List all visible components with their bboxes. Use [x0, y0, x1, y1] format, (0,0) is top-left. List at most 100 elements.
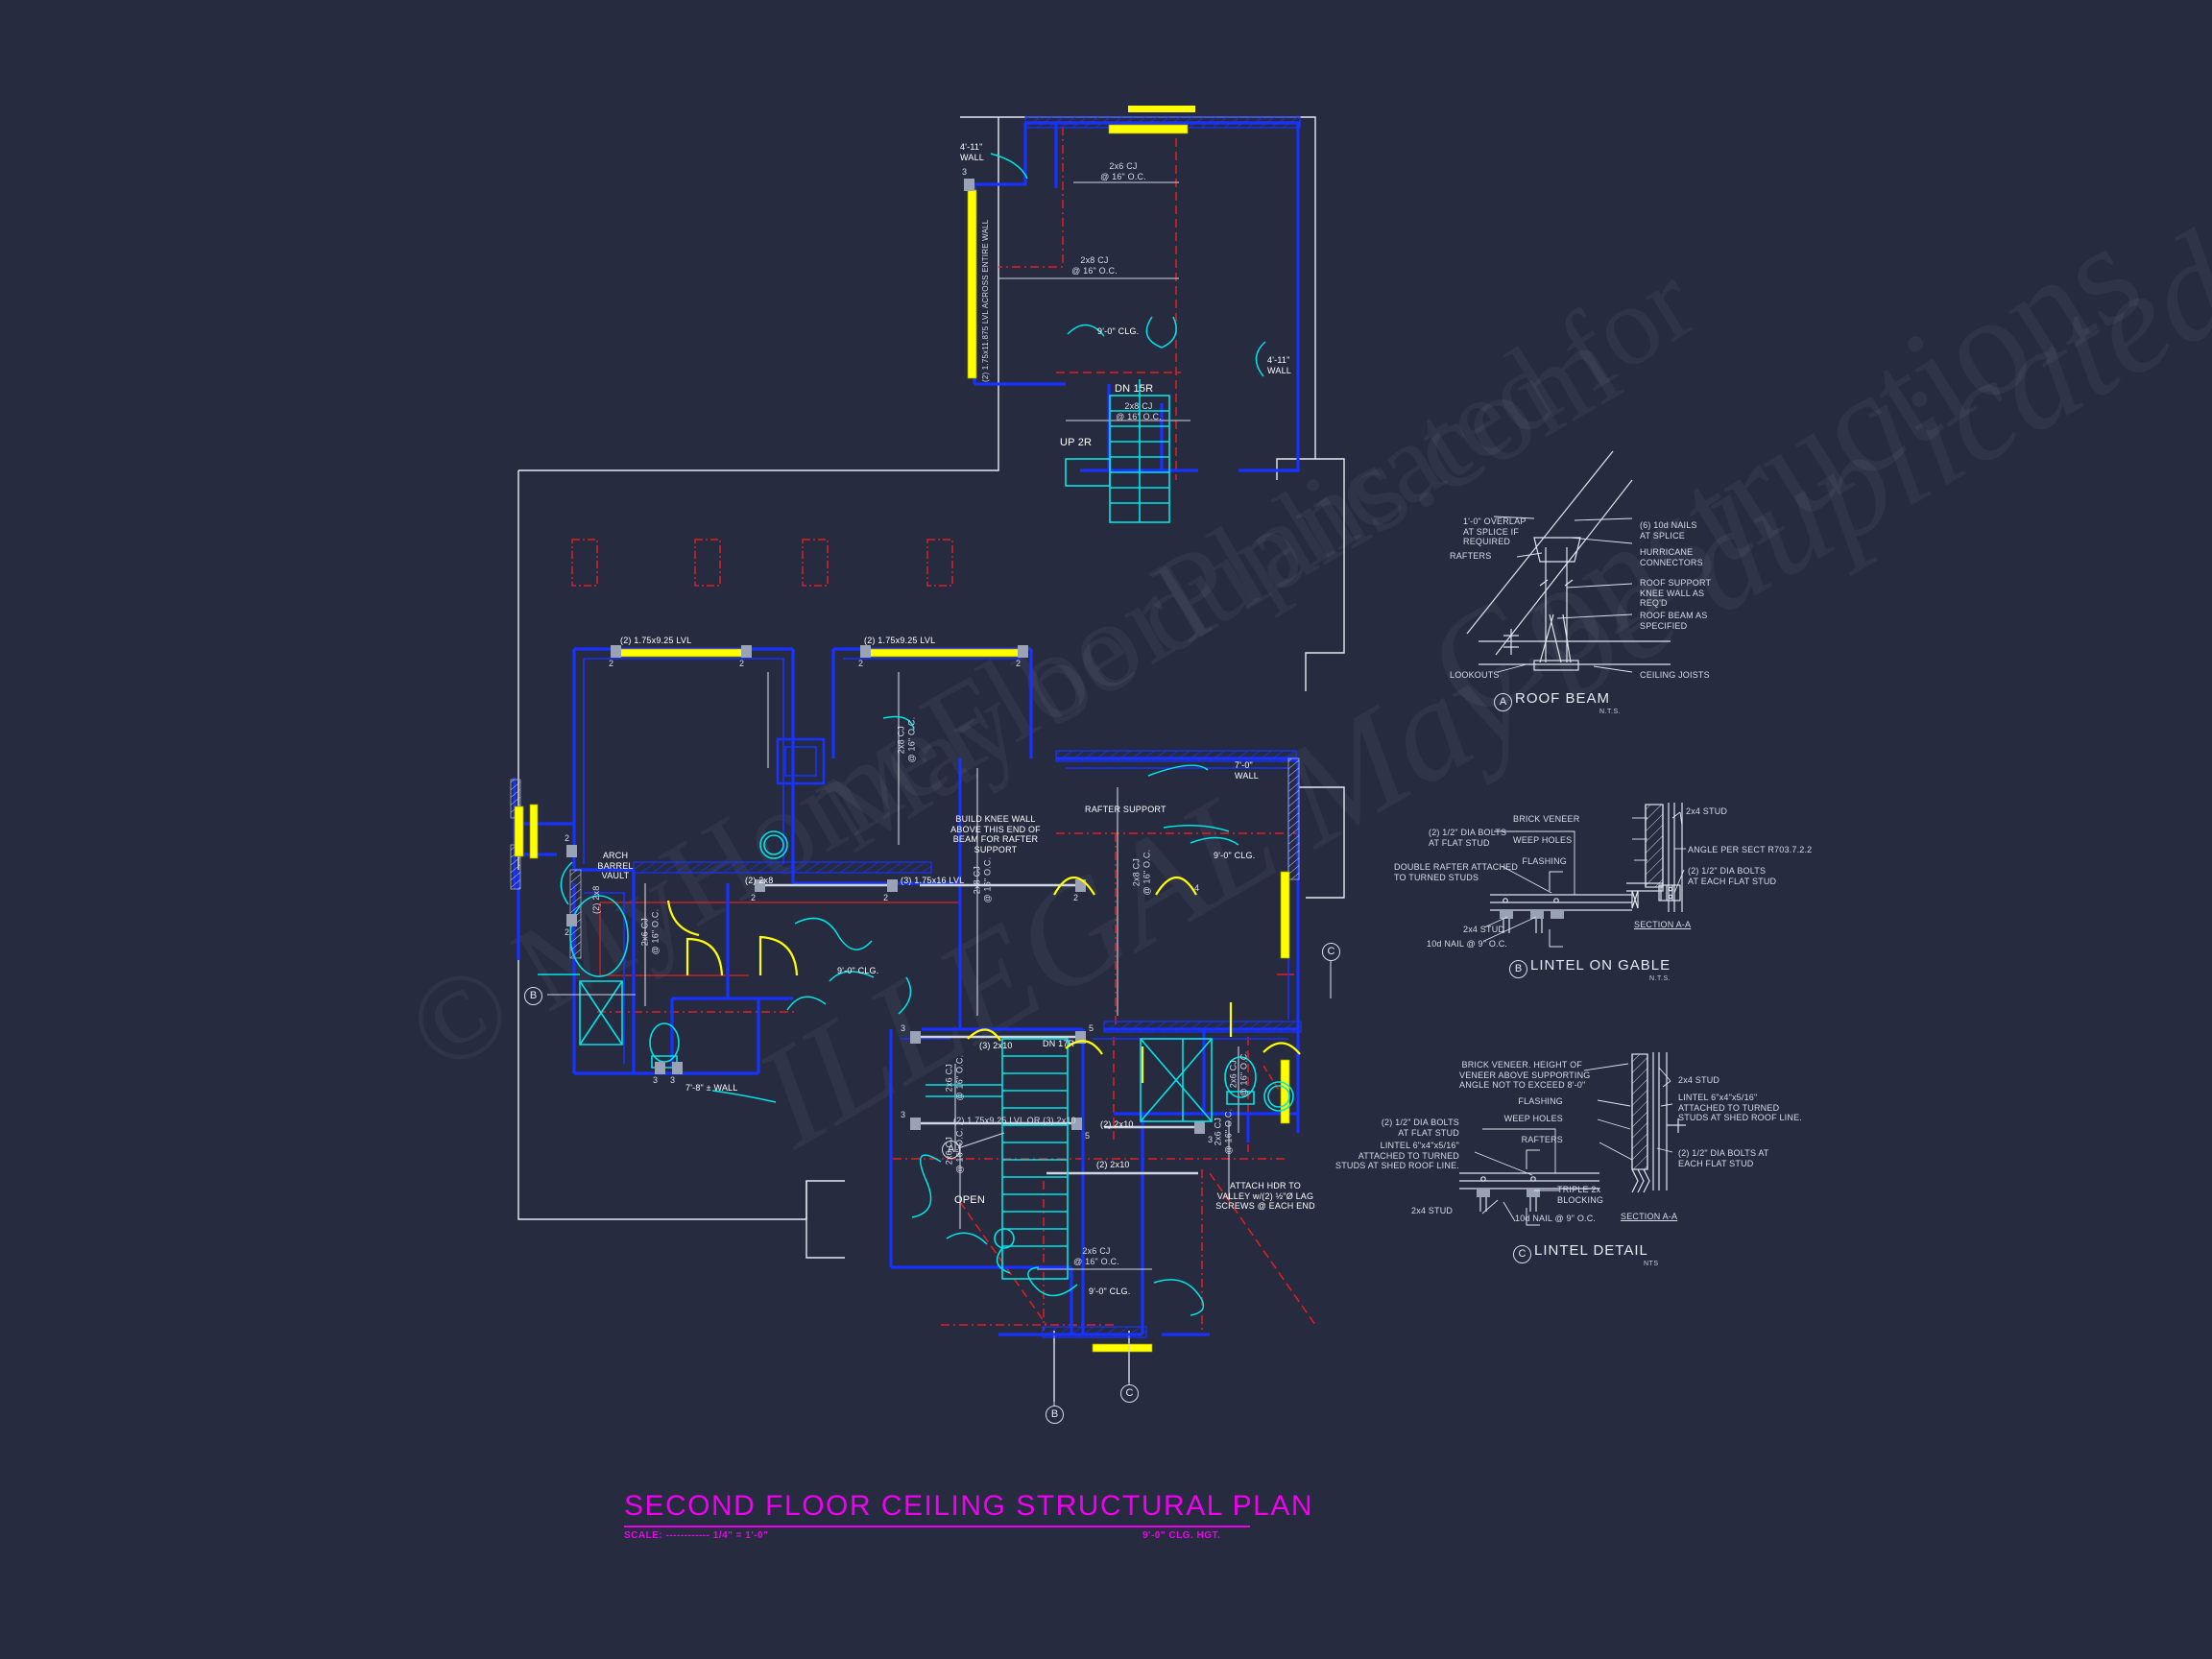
detail-b-label-flashing: FLASHING	[1522, 856, 1567, 866]
detail-b-section-label: SECTION A-A	[1634, 920, 1692, 929]
annotation-attach-hdr-to-valley: ATTACH HDR TO VALLEY w/(2) ½"Ø LAG SCREW…	[1215, 1181, 1315, 1212]
detail-b-label-2x4-stud: 2x4 STUD	[1463, 925, 1505, 934]
annotation-2x10-a: (2) 2x10	[1100, 1119, 1134, 1129]
detail-a-label-lookouts: LOOKOUTS	[1450, 670, 1500, 680]
grid-bubble-c-bottom[interactable]: C	[1120, 1384, 1139, 1403]
annotation-2x8-cj-right: 2x8 CJ @ 16" O.C.	[1131, 849, 1151, 896]
annotation-9-0-clg-right: 9'-0" CLG.	[1214, 851, 1256, 860]
annotation-9-0-clg-bottom: 9'-0" CLG.	[1089, 1286, 1131, 1296]
detail-c-label-flashing: FLASHING	[1518, 1096, 1563, 1106]
post-tag-markers	[566, 179, 1028, 1074]
detail-a-label-knee-wall: ROOF SUPPORT KNEE WALL AS REQ'D	[1640, 578, 1712, 609]
post-tag-11: 5	[1089, 1023, 1094, 1033]
plan-hidden-lines	[571, 125, 1316, 1331]
post-tag-14: 3	[1208, 1135, 1214, 1144]
scale-note: SCALE: ------------ 1/4" = 1'-0"	[624, 1530, 769, 1541]
annotation-dn-17r: DN 17R	[1043, 1039, 1075, 1048]
post-tag-4: 2	[1016, 659, 1022, 668]
annotation-7-8-wall: 7'-8" ± WALL	[685, 1083, 738, 1093]
post-tag-18: 4	[1194, 883, 1200, 893]
detail-b-title: LINTEL ON GABLE	[1530, 957, 1671, 974]
annotation-2x8-cj-stair: 2x8 CJ @ 16" O.C.	[1116, 401, 1162, 421]
annotation-2x8-vertical: (2) 2x8	[591, 885, 601, 914]
annotation-lvl-or-2x10: (2) 1.75x9.25 LVL OR (3) 2x10	[953, 1116, 1076, 1125]
detail-c-label-2x4-stud: 2x4 STUD	[1411, 1206, 1454, 1215]
main-stair	[926, 1038, 1069, 1280]
grid-bubble-c-right[interactable]: C	[1322, 943, 1340, 961]
tub-oval	[569, 895, 629, 977]
annotation-2x6-cj-bath-right-b: 2x6 CJ @ 16" O.C.	[1213, 1108, 1233, 1155]
ceiling-height-note: 9'-0" CLG. HGT.	[1142, 1530, 1221, 1541]
detail-b-label-weep-holes: WEEP HOLES	[1513, 835, 1573, 845]
annotation-4-11-wall-top-left: 4'-11" WALL	[960, 142, 984, 162]
detail-c-label-bolts: (2) 1/2" DIA BOLTS AT FLAT STUD	[1381, 1118, 1459, 1138]
annotation-9-0-clg-top: 9'-0" CLG.	[1097, 326, 1140, 336]
detail-b-label-double-rafter: DOUBLE RAFTER ATTACHED TO TURNED STUDS	[1394, 862, 1519, 882]
detail-b-label-10d-nail: 10d NAIL @ 9" O.C.	[1427, 939, 1508, 949]
annotation-lvl-across-entire-wall: (2) 1.75x11.875 LVL ACROSS ENTIRE WALL	[981, 219, 990, 382]
hatched-walls	[510, 116, 1302, 1338]
door-swings	[666, 877, 1301, 1083]
page-title: SECOND FLOOR CEILING STRUCTURAL PLAN	[624, 1490, 1313, 1522]
annotation-open: OPEN	[954, 1194, 985, 1206]
detail-c-title: LINTEL DETAIL	[1534, 1242, 1648, 1259]
detail-a-label-overlap: 1'-0" OVERLAP AT SPLICE IF REQUIRED	[1463, 517, 1527, 547]
annotation-lvl-right: (2) 1.75x9.25 LVL	[864, 636, 936, 645]
post-tag-10: 3	[901, 1023, 906, 1033]
detail-c-section-label: SECTION A-A	[1621, 1212, 1678, 1221]
detail-c-label-triple-blocking: TRIPLE 2x BLOCKING	[1557, 1185, 1604, 1205]
detail-c-label-rafters: RAFTERS	[1521, 1135, 1563, 1144]
detail-c-nts: NTS	[1644, 1261, 1659, 1267]
post-tag-7: 3	[962, 167, 968, 177]
annotation-2x6-cj-bottom: 2x6 CJ @ 16" O.C.	[1073, 1246, 1119, 1266]
detail-c-label-brick-veneer: BRICK VENEER. HEIGHT OF VENEER ABOVE SUP…	[1459, 1060, 1591, 1091]
detail-a-title: ROOF BEAM	[1515, 690, 1611, 707]
annotation-2x6-cj-top: 2x6 CJ @ 16" O.C.	[1100, 161, 1146, 181]
post-tag-1: 2	[609, 659, 614, 668]
post-tag-15: 2	[883, 893, 889, 902]
grid-bubble-a-stair[interactable]: A	[942, 1141, 960, 1159]
annotation-3-lvl16: (3) 1.75x16 LVL	[901, 876, 965, 885]
post-tag-12: 3	[901, 1110, 906, 1119]
detail-a-key-bubble[interactable]: A	[1494, 693, 1512, 711]
annotation-2x10-b: (2) 2x10	[1096, 1160, 1130, 1169]
joist-dimension-lines	[644, 181, 1239, 1270]
detail-b-lintel-gable	[1483, 803, 1686, 948]
post-tag-5: 2	[565, 833, 570, 843]
annotation-2x8-cj-mid: 2x8 CJ @ 16" O.C.	[896, 716, 916, 763]
annotation-2x6-cj-bath: 2x6 CJ @ 16" O.C.	[639, 908, 660, 955]
grid-bubble-leaders	[547, 960, 1332, 1406]
annotation-7-0-wall: 7'-0" WALL	[1235, 760, 1259, 781]
detail-b-label-stud-right: 2x4 STUD	[1686, 806, 1728, 816]
annotation-3-2x10: (3) 2x10	[979, 1041, 1013, 1050]
detail-a-label-roof-beam: ROOF BEAM AS SPECIFIED	[1640, 611, 1708, 631]
detail-c-lintel	[1459, 1052, 1686, 1226]
sink-round-2	[759, 830, 788, 859]
grid-bubble-b-left[interactable]: B	[524, 987, 542, 1005]
post-tag-3: 2	[858, 659, 864, 668]
detail-a-label-nails: (6) 10d NAILS AT SPLICE	[1640, 520, 1697, 541]
detail-c-label-2x4-stud-right: 2x4 STUD	[1678, 1075, 1720, 1085]
detail-c-key-bubble[interactable]: C	[1513, 1245, 1531, 1263]
post-tag-6: 2	[565, 927, 570, 937]
annotation-arch-barrel-vault: ARCH BARREL VAULT	[597, 851, 634, 881]
annotation-build-knee-wall: BUILD KNEE WALL ABOVE THIS END OF BEAM F…	[950, 814, 1041, 854]
sink-round	[1263, 1081, 1294, 1112]
detail-b-label-brick-veneer: BRICK VENEER	[1513, 814, 1580, 824]
detail-a-roof-beam	[1466, 450, 1671, 673]
detail-c-label-bolts-each: (2) 1/2" DIA BOLTS AT EACH FLAT STUD	[1678, 1148, 1769, 1168]
annotation-rafter-support: RAFTER SUPPORT	[1085, 805, 1166, 814]
detail-c-label-lintel-left: LINTEL 6"x4"x5/16" ATTACHED TO TURNED ST…	[1335, 1141, 1459, 1171]
annotation-4-11-wall-top-right: 4'-11" WALL	[1267, 355, 1291, 375]
detail-c-label-10d-nail: 10d NAIL @ 9" O.C.	[1515, 1214, 1597, 1223]
detail-a-label-ceiling-joists: CEILING JOISTS	[1640, 670, 1710, 680]
shower-x	[1140, 1038, 1213, 1122]
toilet-2	[1224, 1056, 1257, 1098]
detail-b-label-bolts-each: (2) 1/2" DIA BOLTS AT EACH FLAT STUD	[1688, 866, 1777, 886]
detail-b-key-bubble[interactable]: B	[1509, 960, 1527, 978]
annotation-2x8-header: (2) 2x8	[745, 876, 774, 885]
post-tag-8: 3	[653, 1075, 659, 1085]
outline-roof-edges	[517, 116, 1345, 1402]
grid-bubble-b-bottom[interactable]: B	[1046, 1406, 1064, 1424]
